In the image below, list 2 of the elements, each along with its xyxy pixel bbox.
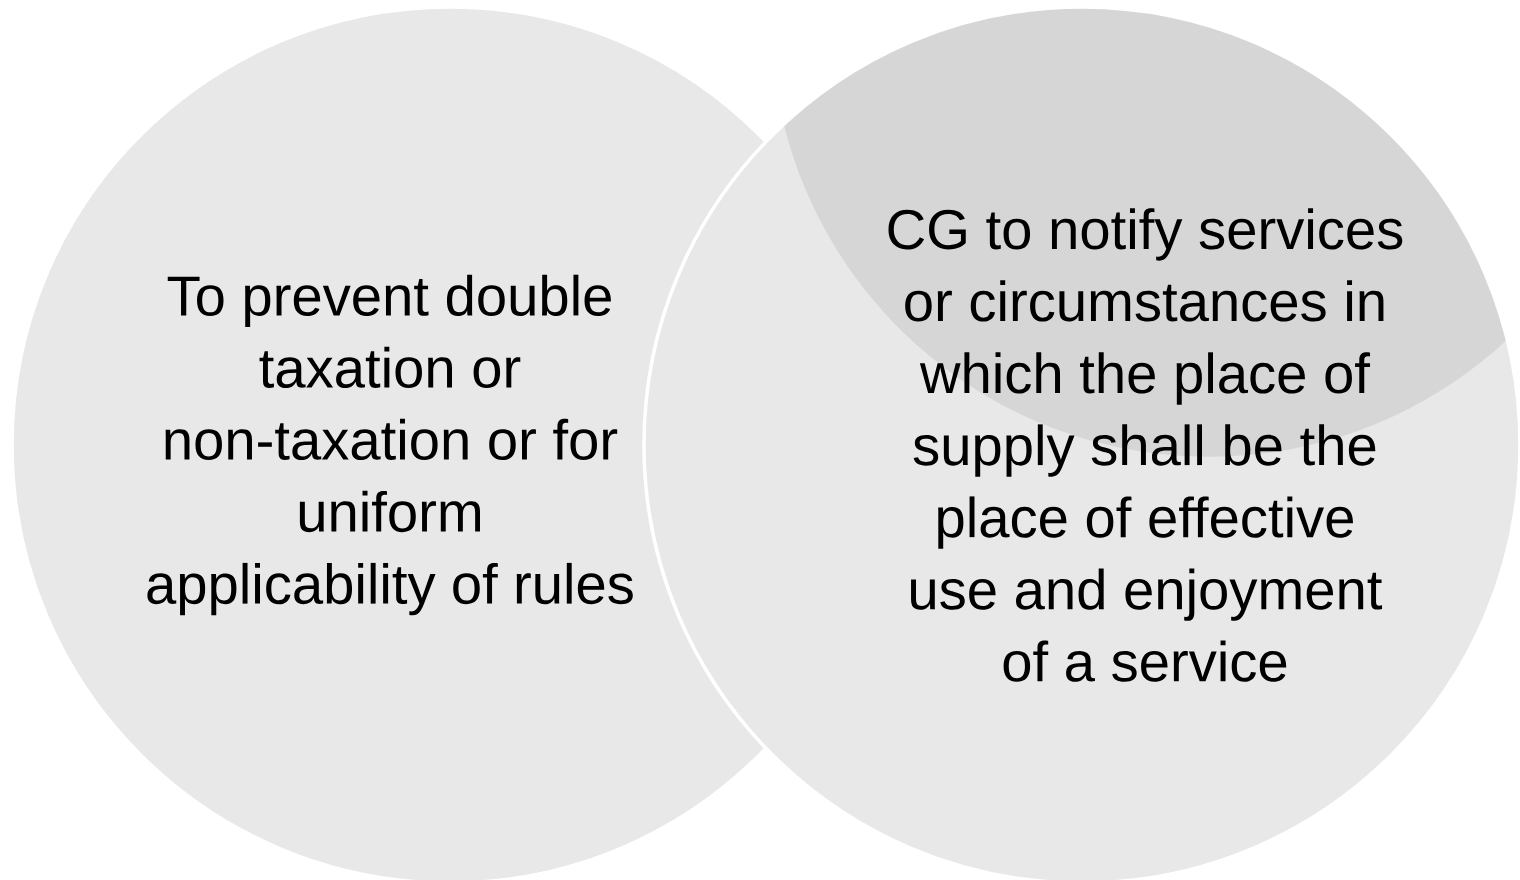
node-label: To prevent double taxation or non-taxation or for uniform applicability of rules <box>147 274 633 616</box>
node-label: CG to notify services or circumstances in which the place of supply shall be the place of effective use and enjoyment of a service <box>888 208 1403 682</box>
